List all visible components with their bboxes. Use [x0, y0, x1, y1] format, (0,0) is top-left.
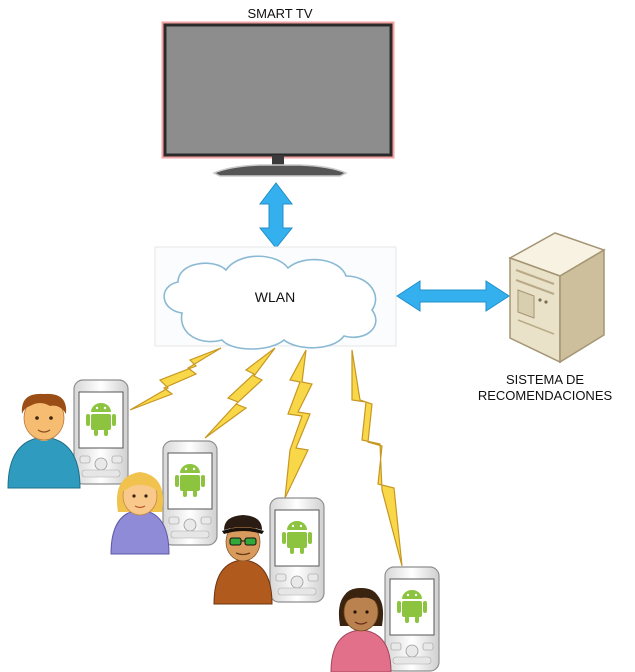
user-4	[330, 566, 440, 672]
lightning-bolt-1	[129, 347, 222, 411]
recommender-label-line-1: SISTEMA DE	[505, 372, 585, 387]
wlan-server-double-arrow	[396, 280, 510, 312]
wlan-label: WLAN	[254, 289, 296, 305]
smart-tv	[161, 21, 395, 177]
recommender-label: SISTEMA DE RECOMENDACIONES	[455, 372, 635, 404]
boy-avatar	[7, 393, 81, 489]
wlan-cloud	[154, 246, 397, 350]
user-3	[213, 497, 325, 605]
smartphone-4-android	[384, 566, 440, 672]
smart-tv-label: SMART TV	[247, 6, 313, 21]
lightning-bolt-3	[284, 349, 313, 499]
smartphone-1-android	[73, 379, 129, 485]
user-2	[110, 440, 218, 555]
tv-wlan-double-arrow	[258, 182, 294, 249]
tv-screen	[163, 23, 393, 157]
lightning-bolt-4	[351, 349, 403, 567]
user-1	[7, 379, 129, 489]
lightning-bolt-2	[204, 347, 276, 439]
server-icon	[508, 232, 606, 364]
man-with-cap-and-sunglasses-avatar	[213, 515, 273, 605]
blonde-girl-avatar	[110, 472, 170, 555]
smartphone-2-android	[162, 440, 218, 546]
recommender-label-line-2: RECOMENDACIONES	[477, 388, 613, 403]
smartphone-3-android	[269, 497, 325, 603]
tv-stand	[212, 164, 348, 177]
curly-woman-avatar	[330, 588, 392, 672]
lightning-bolts	[129, 347, 403, 567]
